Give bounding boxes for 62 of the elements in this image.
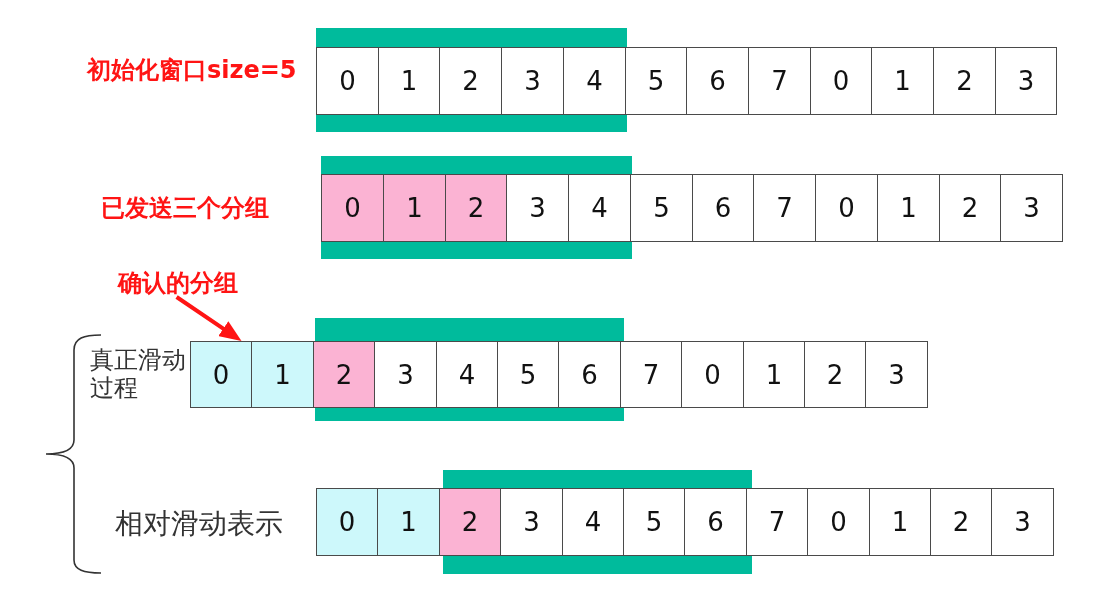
row-label: 已发送三个分组 xyxy=(101,193,269,223)
number-box: 5 xyxy=(630,174,693,242)
number-box: 0 xyxy=(321,174,384,242)
callout-text: 确认的分组 xyxy=(118,270,238,297)
number-box: 3 xyxy=(991,488,1054,556)
window-bar xyxy=(316,115,627,132)
row-label: 相对滑动表示 xyxy=(115,507,283,541)
number-box: 1 xyxy=(383,174,446,242)
number-box: 7 xyxy=(748,47,811,115)
number-box: 3 xyxy=(865,341,928,408)
number-box: 1 xyxy=(378,47,440,115)
row-label: 初始化窗口size=5 xyxy=(87,55,297,85)
number-box: 2 xyxy=(933,47,996,115)
number-box: 1 xyxy=(743,341,805,408)
number-box: 6 xyxy=(558,341,621,408)
number-box: 6 xyxy=(692,174,754,242)
number-box: 3 xyxy=(506,174,569,242)
number-box: 1 xyxy=(877,174,940,242)
window-bar xyxy=(315,408,624,421)
number-box: 3 xyxy=(1000,174,1063,242)
number-box: 1 xyxy=(871,47,934,115)
window-bar xyxy=(321,242,632,259)
number-box: 5 xyxy=(623,488,685,556)
number-box: 7 xyxy=(620,341,682,408)
number-box: 1 xyxy=(377,488,440,556)
number-box: 0 xyxy=(316,47,379,115)
number-box: 6 xyxy=(686,47,749,115)
number-box: 4 xyxy=(563,47,626,115)
number-box: 4 xyxy=(562,488,624,556)
number-box: 3 xyxy=(374,341,437,408)
number-box: 0 xyxy=(681,341,744,408)
window-bar xyxy=(315,318,624,341)
row-label: 真正滑动过程 xyxy=(90,346,187,402)
number-box: 3 xyxy=(995,47,1057,115)
number-box: 3 xyxy=(500,488,563,556)
number-box: 0 xyxy=(810,47,872,115)
number-box: 2 xyxy=(439,488,501,556)
number-box: 5 xyxy=(625,47,687,115)
number-box: 7 xyxy=(746,488,808,556)
number-box: 4 xyxy=(568,174,631,242)
number-box: 2 xyxy=(439,47,502,115)
number-box: 5 xyxy=(497,341,559,408)
window-bar xyxy=(321,156,632,174)
number-box: 2 xyxy=(804,341,866,408)
arrow xyxy=(175,295,243,343)
number-box: 6 xyxy=(684,488,747,556)
number-box: 2 xyxy=(445,174,507,242)
number-box: 2 xyxy=(930,488,992,556)
number-box: 2 xyxy=(313,341,375,408)
number-box: 3 xyxy=(501,47,564,115)
window-bar xyxy=(316,28,627,47)
number-box: 4 xyxy=(436,341,498,408)
number-box: 0 xyxy=(316,488,378,556)
number-box: 1 xyxy=(251,341,314,408)
window-bar xyxy=(443,470,752,488)
number-box: 0 xyxy=(190,341,252,408)
number-box: 2 xyxy=(939,174,1001,242)
number-box: 0 xyxy=(807,488,870,556)
number-box: 0 xyxy=(815,174,878,242)
number-box: 1 xyxy=(869,488,931,556)
number-box: 7 xyxy=(753,174,816,242)
window-bar xyxy=(443,556,752,574)
